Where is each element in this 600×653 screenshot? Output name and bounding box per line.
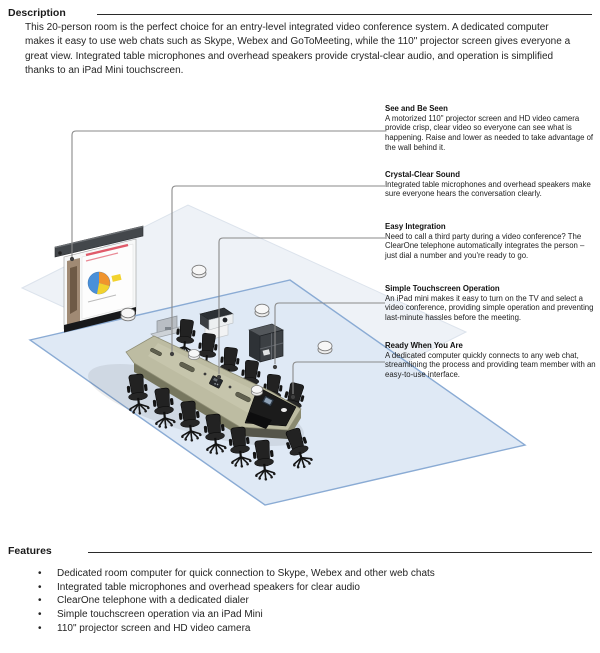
- mouse: [281, 408, 287, 412]
- callout-line: [292, 361, 385, 394]
- callout-easy-integration: Easy Integration Need to call a third pa…: [385, 222, 597, 261]
- room-computer: [246, 412, 272, 429]
- pie-chart-slide: [87, 271, 122, 295]
- ceiling-speaker-icon: [254, 303, 270, 318]
- conference-room-diagram: [20, 130, 527, 506]
- cable-well: [179, 361, 195, 373]
- callout-line-dots: [69, 256, 296, 400]
- equipment-cabinet: [248, 323, 284, 363]
- screen-weight-bar: [64, 307, 136, 333]
- bullet-icon: •: [38, 568, 42, 579]
- ceiling-speaker-icon: [317, 340, 333, 355]
- bullet-icon: •: [38, 595, 42, 607]
- conference-table: [125, 335, 302, 439]
- table-microphone-icon: [188, 349, 200, 361]
- feature-text: ClearOne telephone with a dedicated dial…: [57, 595, 249, 607]
- table-microphone-icon: [251, 385, 263, 397]
- callout-ready-when-you-are: Ready When You Are A dedicated computer …: [385, 341, 597, 380]
- projector-screen: [54, 225, 144, 333]
- feature-item: • ClearOne telephone with a dedicated di…: [38, 594, 578, 608]
- callout-crystal-clear-sound: Crystal-Clear Sound Integrated table mic…: [385, 170, 597, 199]
- feature-text: Integrated table microphones and overhea…: [57, 581, 360, 593]
- callout-line: [71, 130, 385, 257]
- callout-title: Crystal-Clear Sound: [385, 170, 460, 179]
- feature-item: • Integrated table microphones and overh…: [38, 581, 578, 595]
- callout-body: A dedicated computer quickly connects to…: [385, 350, 596, 380]
- callout-simple-touchscreen: Simple Touchscreen Operation An iPad min…: [385, 284, 597, 323]
- feature-item: • Simple touchscreen operation via an iP…: [38, 608, 578, 622]
- feature-text: 110" projector screen and HD video camer…: [57, 622, 251, 634]
- ceiling-speaker-icon: [191, 264, 207, 279]
- callout-lines: [71, 130, 385, 394]
- callout-line: [218, 237, 385, 374]
- callout-body: Need to call a third party during a vide…: [385, 231, 585, 261]
- cable-well: [150, 348, 162, 356]
- callout-body: Integrated table microphones and overhea…: [385, 179, 591, 199]
- cabinet-label: [262, 349, 271, 356]
- feature-text: Simple touchscreen operation via an iPad…: [57, 609, 263, 621]
- callout-title: See and Be Seen: [385, 104, 448, 113]
- callout-line: [274, 302, 385, 364]
- cable-well: [235, 391, 251, 403]
- callout-see-and-be-seen: See and Be Seen A motorized 110" project…: [385, 104, 597, 153]
- description-heading: Description: [8, 7, 66, 19]
- callout-body: An iPad mini makes it easy to turn on th…: [385, 293, 594, 323]
- ipad-mini: [261, 395, 275, 407]
- feature-text: Dedicated room computer for quick connec…: [57, 568, 435, 579]
- callout-title: Ready When You Are: [385, 341, 463, 350]
- bullet-icon: •: [38, 622, 42, 634]
- bullet-icon: •: [38, 581, 42, 593]
- description-rule: [97, 14, 592, 15]
- callout-title: Easy Integration: [385, 222, 446, 231]
- features-heading: Features: [8, 545, 52, 557]
- callout-line: [171, 185, 385, 352]
- bullet-icon: •: [38, 609, 42, 621]
- feature-item: • 110" projector screen and HD video cam…: [38, 622, 578, 636]
- features-list: • Dedicated room computer for quick conn…: [38, 567, 578, 636]
- description-paragraph: This 20-person room is the perfect choic…: [25, 22, 571, 77]
- feature-item: • Dedicated room computer for quick conn…: [38, 567, 578, 581]
- ceiling-speaker-icon: [120, 307, 136, 322]
- callout-title: Simple Touchscreen Operation: [385, 284, 500, 293]
- features-rule: [88, 552, 592, 553]
- callout-body: A motorized 110" projector screen and HD…: [385, 113, 594, 152]
